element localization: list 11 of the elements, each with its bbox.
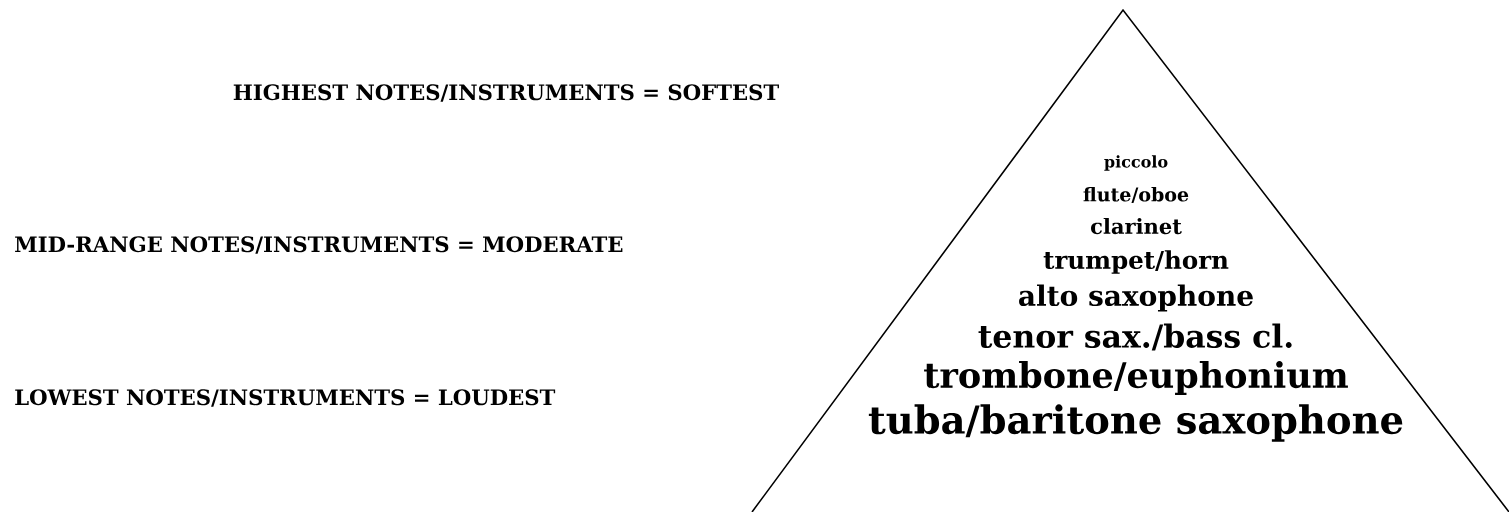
instrument-name: trombone/euphonium [924, 361, 1348, 395]
instrument-name: trumpet/horn [1043, 250, 1229, 274]
statement: LOWEST NOTES/INSTRUMENTS = LOUDEST [15, 389, 556, 407]
statement: MID-RANGE NOTES/INSTRUMENTS = MODERATE [15, 236, 623, 254]
instrument-name: tuba/baritone saxophone [868, 404, 1403, 442]
instrument-name: flute/oboe [1083, 186, 1189, 204]
instrument-name: tenor sax./bass cl. [978, 323, 1292, 351]
statement: HIGHEST NOTES/INSTRUMENTS = SOFTEST [233, 84, 779, 102]
instrument-name: clarinet [1091, 217, 1182, 235]
instrument-name: alto saxophone [1019, 284, 1253, 312]
instrument-name: piccolo [1104, 155, 1168, 171]
